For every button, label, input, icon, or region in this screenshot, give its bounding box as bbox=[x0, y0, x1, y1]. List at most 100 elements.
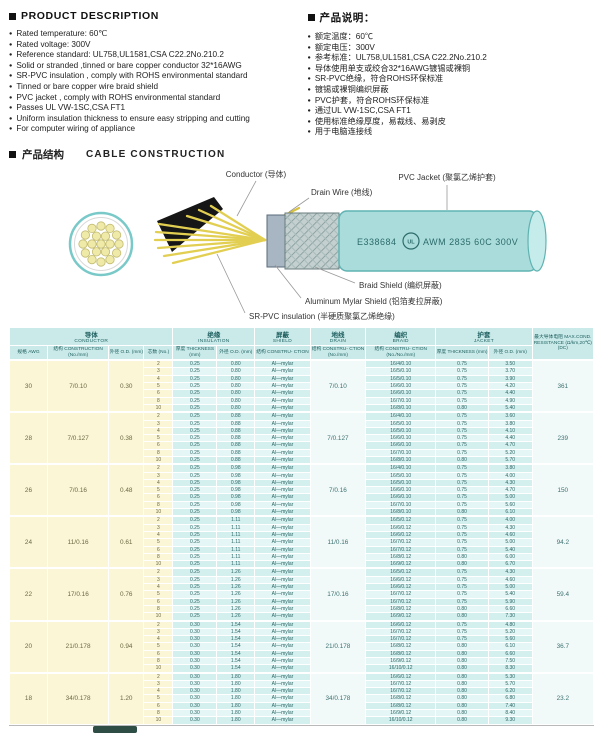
cell-jacket-od: 7.40 bbox=[487, 701, 533, 711]
cell-braid: 16/8/0.12 bbox=[365, 642, 437, 651]
cell-jacket-od: 5.90 bbox=[487, 597, 533, 606]
cell-cores: 5 bbox=[143, 381, 174, 391]
dot-bullet-icon: ● bbox=[9, 62, 13, 69]
cell-braid: 16/8/0.12 bbox=[365, 552, 437, 562]
table-sub-header: 外径 O.D. (mm) bbox=[108, 344, 145, 361]
cell-insulation-od: 0.88 bbox=[216, 411, 256, 421]
description-item-text: Solid or stranded ,tinned or bare copper… bbox=[16, 60, 242, 70]
cell-conductor-construction: 17/0.16 bbox=[46, 567, 110, 622]
cell-cores: 2 bbox=[143, 567, 174, 577]
cell-insulation-thickness: 0.25 bbox=[172, 434, 218, 443]
cell-cores: 3 bbox=[143, 419, 174, 428]
cell-jacket-thickness: 0.75 bbox=[435, 419, 489, 428]
cell-shield: Al—mylar bbox=[254, 656, 311, 666]
cell-jacket-od: 9.30 bbox=[487, 716, 533, 725]
cell-cores: 10 bbox=[143, 612, 174, 622]
cell-insulation-thickness: 0.30 bbox=[172, 649, 218, 659]
cell-shield: Al—mylar bbox=[254, 434, 311, 443]
cell-insulation-od: 0.88 bbox=[216, 448, 256, 458]
cell-insulation-od: 1.80 bbox=[216, 687, 256, 696]
cell-jacket-od: 6.60 bbox=[487, 604, 533, 614]
cell-jacket-od: 5.20 bbox=[487, 448, 533, 458]
cell-insulation-thickness: 0.25 bbox=[172, 515, 218, 525]
cell-cores: 5 bbox=[143, 590, 174, 599]
cell-shield: Al—mylar bbox=[254, 359, 311, 369]
cell-conductor-od: 0.48 bbox=[108, 463, 145, 517]
cell-insulation-thickness: 0.25 bbox=[172, 500, 218, 510]
cell-insulation-od: 0.80 bbox=[216, 396, 256, 405]
description-item-text: 使用标准绝缘厚度，易裁线、易剥皮 bbox=[314, 116, 446, 126]
mylar-shield-label: Aluminum Mylar Shield (铝箔麦拉屏蔽) bbox=[305, 296, 443, 306]
cell-shield: Al—mylar bbox=[254, 493, 311, 502]
cell-braid: 16/4/0.10 bbox=[365, 463, 437, 473]
cell-jacket-od: 5.40 bbox=[487, 545, 533, 554]
cell-shield: Al—mylar bbox=[254, 583, 311, 592]
description-item-text: 通过UL VW-1SC,CSA FT1 bbox=[314, 106, 411, 116]
cell-insulation-thickness: 0.30 bbox=[172, 642, 218, 651]
cell-cores: 5 bbox=[143, 486, 174, 495]
cell-insulation-thickness: 0.25 bbox=[172, 590, 218, 599]
cell-insulation-od: 1.26 bbox=[216, 567, 256, 577]
cell-shield: Al—mylar bbox=[254, 635, 311, 644]
cell-cores: 4 bbox=[143, 687, 174, 696]
dot-bullet-icon: ● bbox=[307, 44, 311, 51]
cell-insulation-thickness: 0.25 bbox=[172, 359, 218, 369]
cell-jacket-od: 5.60 bbox=[487, 635, 533, 644]
cell-shield: Al—mylar bbox=[254, 523, 311, 532]
cell-shield: Al—mylar bbox=[254, 396, 311, 405]
cell-drain: 34/0.178 bbox=[309, 671, 367, 725]
cell-insulation-thickness: 0.25 bbox=[172, 612, 218, 622]
cell-insulation-thickness: 0.25 bbox=[172, 478, 218, 488]
cell-jacket-thickness: 0.80 bbox=[435, 679, 489, 689]
cell-jacket-thickness: 0.75 bbox=[435, 471, 489, 480]
table-sub-header: 结构 CONSTRU- CTION (No./mm) bbox=[309, 344, 367, 361]
cell-braid: 16/6/0.10 bbox=[365, 441, 437, 450]
cell-jacket-thickness: 0.75 bbox=[435, 575, 489, 585]
cell-insulation-thickness: 0.25 bbox=[172, 441, 218, 450]
cell-insulation-thickness: 0.25 bbox=[172, 486, 218, 495]
cell-conductor-construction: 11/0.16 bbox=[46, 515, 110, 569]
cell-jacket-od: 5.00 bbox=[487, 583, 533, 592]
cell-jacket-thickness: 0.75 bbox=[435, 583, 489, 592]
cell-cores: 8 bbox=[143, 500, 174, 510]
cell-braid: 16/7/0.12 bbox=[365, 627, 437, 637]
cell-cores: 6 bbox=[143, 545, 174, 554]
cell-insulation-od: 0.98 bbox=[216, 471, 256, 480]
cell-braid: 16/7/0.12 bbox=[365, 538, 437, 547]
cell-cores: 6 bbox=[143, 389, 174, 398]
cell-cores: 6 bbox=[143, 493, 174, 502]
cell-insulation-thickness: 0.30 bbox=[172, 701, 218, 711]
cell-jacket-thickness: 0.75 bbox=[435, 530, 489, 540]
cell-insulation-od: 0.88 bbox=[216, 455, 256, 465]
cell-insulation-od: 0.98 bbox=[216, 493, 256, 502]
cell-cores: 8 bbox=[143, 396, 174, 405]
description-item-text: Rated temperature: 60℃ bbox=[16, 29, 108, 38]
cell-insulation-od: 0.80 bbox=[216, 374, 256, 384]
cell-insulation-thickness: 0.30 bbox=[172, 635, 218, 644]
cell-cores: 2 bbox=[143, 619, 174, 629]
cell-jacket-thickness: 0.75 bbox=[435, 619, 489, 629]
cell-cores: 2 bbox=[143, 411, 174, 421]
cell-cores: 10 bbox=[143, 508, 174, 517]
cell-conductor-od: 0.38 bbox=[108, 411, 145, 465]
pvc-jacket-label: PVC Jacket (聚氯乙烯护套) bbox=[398, 172, 496, 182]
cell-cores: 6 bbox=[143, 441, 174, 450]
cell-jacket-thickness: 0.75 bbox=[435, 523, 489, 532]
cell-insulation-thickness: 0.30 bbox=[172, 619, 218, 629]
cell-insulation-thickness: 0.25 bbox=[172, 583, 218, 592]
table-sub-header: 外径 O.D. (mm) bbox=[487, 344, 533, 361]
cell-jacket-thickness: 0.75 bbox=[435, 448, 489, 458]
cell-drain: 7/0.127 bbox=[309, 411, 367, 465]
cell-insulation-od: 0.80 bbox=[216, 367, 256, 376]
cell-insulation-od: 1.11 bbox=[216, 560, 256, 569]
